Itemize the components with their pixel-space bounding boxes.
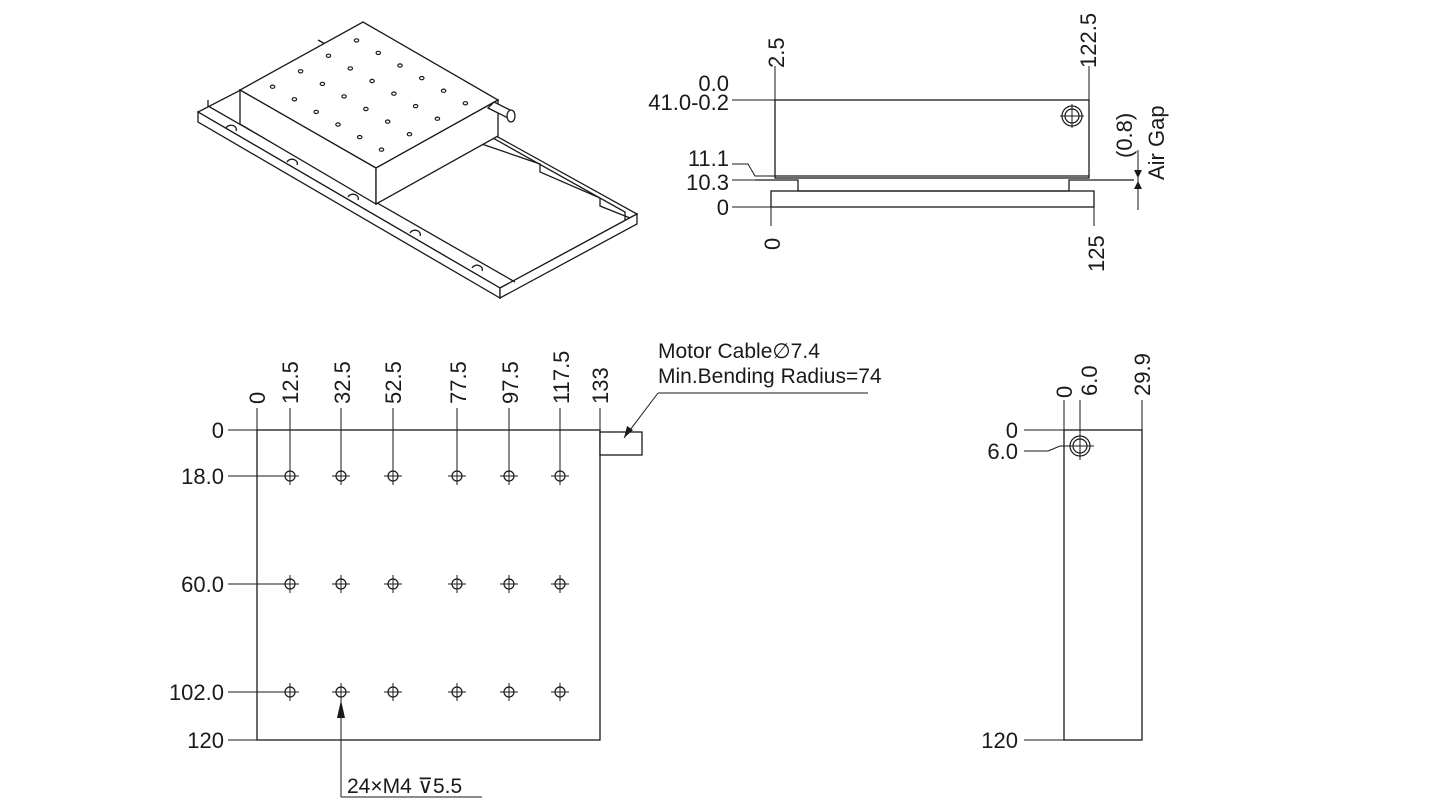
top-view: 0 12.5 32.5 52.5 77.5 97.5 117.5 133 0 1… <box>169 340 882 798</box>
forcer-hole <box>356 134 363 140</box>
side-bottom-label: 125 <box>1084 235 1109 272</box>
forcer-hole <box>391 91 397 96</box>
top-view-x-extensions <box>256 408 601 484</box>
forcer-hole <box>297 69 304 74</box>
mounting-hole <box>332 575 350 593</box>
end-x-label: 29.9 <box>1130 353 1155 396</box>
isometric-view <box>196 21 639 300</box>
side-bottom-label: 0 <box>760 238 785 250</box>
top-view-outline <box>256 429 601 741</box>
side-left-label: 11.1 <box>688 146 729 171</box>
base-outline <box>770 190 1095 208</box>
top-x-label: 12.5 <box>278 361 303 404</box>
side-top-label: 2.5 <box>764 37 789 68</box>
air-gap-label: Air Gap <box>1144 105 1169 180</box>
end-x-label: 6.0 <box>1077 365 1102 396</box>
forcer-hole <box>347 66 354 71</box>
mounting-hole <box>448 467 466 485</box>
forcer-hole <box>369 78 375 84</box>
end-y-label: 6.0 <box>987 439 1018 464</box>
mounting-hole <box>384 467 402 485</box>
forcer-hole <box>341 94 347 99</box>
cable-connector <box>599 431 643 456</box>
mounting-hole <box>332 683 350 701</box>
mounting-hole <box>281 575 299 593</box>
top-y-label: 120 <box>187 728 224 753</box>
mounting-hole <box>500 575 518 593</box>
mounting-hole <box>551 467 569 485</box>
end-view: 0 6.0 29.9 0 6.0 120 <box>981 353 1155 753</box>
cable-stub <box>486 101 516 123</box>
base-plate-side <box>499 212 638 300</box>
top-y-label: 60.0 <box>181 572 224 597</box>
air-gap-value: (0.8) <box>1112 113 1137 158</box>
forcer-hole <box>406 131 413 137</box>
side-view: 2.5 122.5 0.0 41.0-0.2 11.1 10.3 0 0 125… <box>648 13 1169 272</box>
forcer-hole <box>353 38 360 43</box>
top-x-label: 133 <box>588 367 613 404</box>
mounting-hole <box>448 575 466 593</box>
forcer-hole <box>434 116 441 121</box>
mounting-holes <box>281 467 569 701</box>
mounting-hole <box>384 683 402 701</box>
side-left-label: 10.3 <box>686 170 729 195</box>
forcer-hole <box>313 109 320 115</box>
top-x-label: 0 <box>245 392 270 404</box>
side-left-label: 41.0-0.2 <box>648 90 729 115</box>
side-cable-icon <box>1060 104 1084 128</box>
forcer-hole <box>319 81 326 87</box>
top-x-label: 97.5 <box>498 361 523 404</box>
forcer-hole <box>412 103 419 109</box>
top-view-y-extensions <box>228 429 298 741</box>
cable-note-line2: Min.Bending Radius=74 <box>658 365 882 388</box>
end-y-label: 120 <box>981 728 1018 753</box>
mounting-hole <box>551 683 569 701</box>
mounting-hole <box>500 467 518 485</box>
forcer-hole <box>325 53 332 59</box>
forcer-hole <box>418 75 425 81</box>
top-x-label: 77.5 <box>446 361 471 404</box>
forcer-hole <box>375 50 382 56</box>
top-y-label: 0 <box>212 418 224 443</box>
mounting-hole <box>384 575 402 593</box>
end-y-label: 0 <box>1006 418 1018 443</box>
forcer-hole <box>291 97 298 102</box>
forcer-hole <box>462 101 469 106</box>
forcer-holes <box>269 38 469 152</box>
forcer-hole <box>384 119 391 124</box>
forcer-hole <box>378 147 385 152</box>
mounting-hole <box>281 467 299 485</box>
end-x-label: 0 <box>1052 386 1077 398</box>
end-cable-icon <box>1066 432 1094 460</box>
base-outline-top <box>755 179 1134 192</box>
forcer-hole <box>335 122 341 127</box>
plate-slots <box>225 124 483 272</box>
end-view-outline <box>1063 429 1143 741</box>
forcer-hole <box>440 88 447 93</box>
top-x-label: 52.5 <box>381 361 406 404</box>
forcer-hole <box>363 106 369 112</box>
cable-note-line1: Motor Cable∅7.4 <box>658 340 820 363</box>
mounting-hole <box>281 683 299 701</box>
side-left-label: 0 <box>717 195 729 220</box>
plate-rail-front <box>207 100 516 283</box>
top-y-label: 18.0 <box>181 464 224 489</box>
mounting-hole <box>332 467 350 485</box>
mounting-hole <box>448 683 466 701</box>
top-x-label: 32.5 <box>330 361 355 404</box>
plate-step-edge <box>469 139 631 219</box>
forcer-hole <box>269 84 276 89</box>
side-top-label: 122.5 <box>1076 13 1101 68</box>
forcer-outline <box>774 99 1090 179</box>
side-left-label: 0.0 <box>698 71 729 96</box>
hole-note: 24×M4 ⊽5.5 <box>347 775 462 798</box>
forcer-side <box>375 98 499 206</box>
top-y-label: 102.0 <box>169 680 224 705</box>
top-x-label: 117.5 <box>549 351 574 404</box>
mounting-hole <box>551 575 569 593</box>
mounting-hole <box>500 683 518 701</box>
forcer-hole <box>397 63 403 68</box>
